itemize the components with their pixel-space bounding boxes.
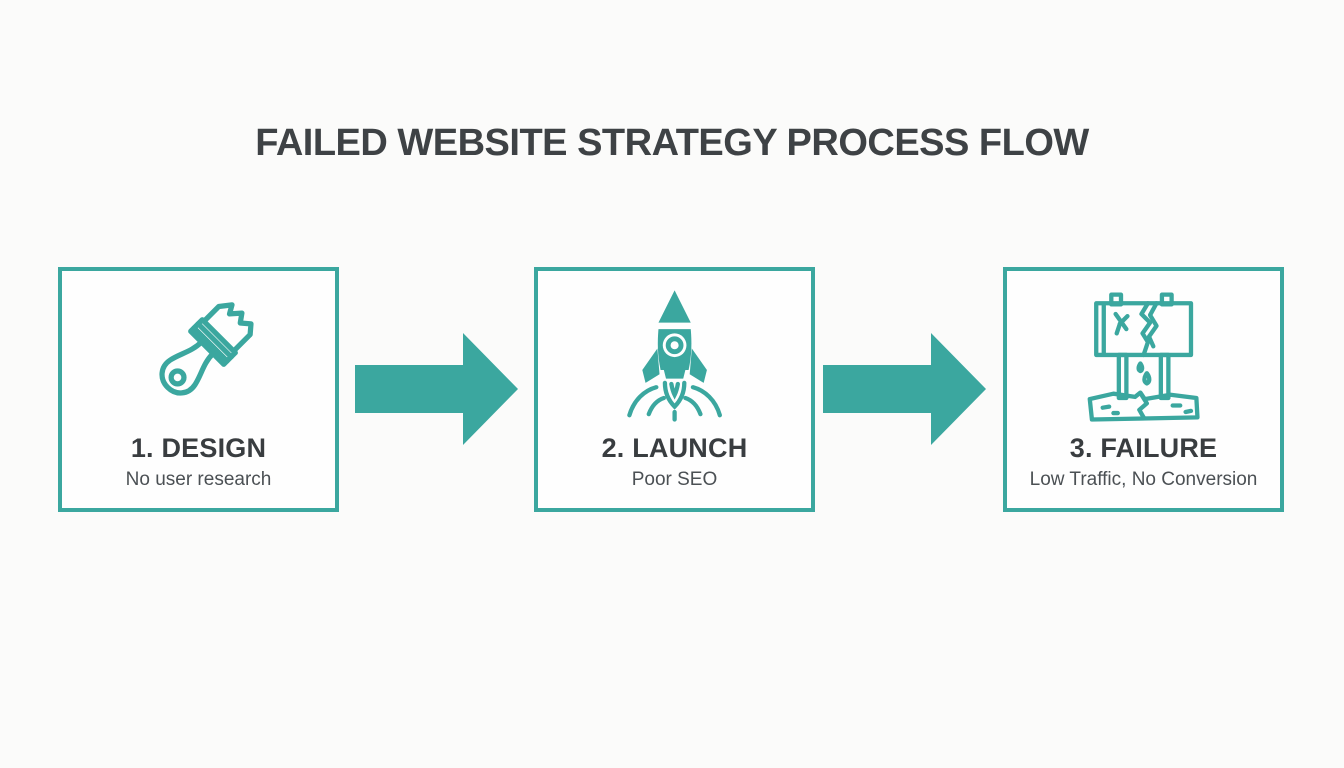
flow-arrow-1 — [355, 333, 518, 445]
step-subtitle: No user research — [125, 469, 272, 490]
step-box-design: 1. DESIGN No user research — [58, 267, 339, 512]
step-title: 2. LAUNCH — [601, 433, 748, 463]
step-subtitle: Low Traffic, No Conversion — [1029, 469, 1258, 490]
page-title: FAILED WEBSITE STRATEGY PROCESS FLOW — [255, 122, 1089, 164]
step-title: 1. DESIGN — [130, 433, 267, 463]
rocket-icon — [610, 285, 739, 427]
paintbrush-icon — [129, 285, 269, 427]
step-title: 3. FAILURE — [1069, 433, 1218, 463]
broken-billboard-icon — [1079, 285, 1208, 427]
flow-arrow-2 — [823, 333, 986, 445]
step-subtitle: Poor SEO — [631, 469, 718, 490]
step-box-failure: 3. FAILURE Low Traffic, No Conversion — [1003, 267, 1284, 512]
step-box-launch: 2. LAUNCH Poor SEO — [534, 267, 815, 512]
